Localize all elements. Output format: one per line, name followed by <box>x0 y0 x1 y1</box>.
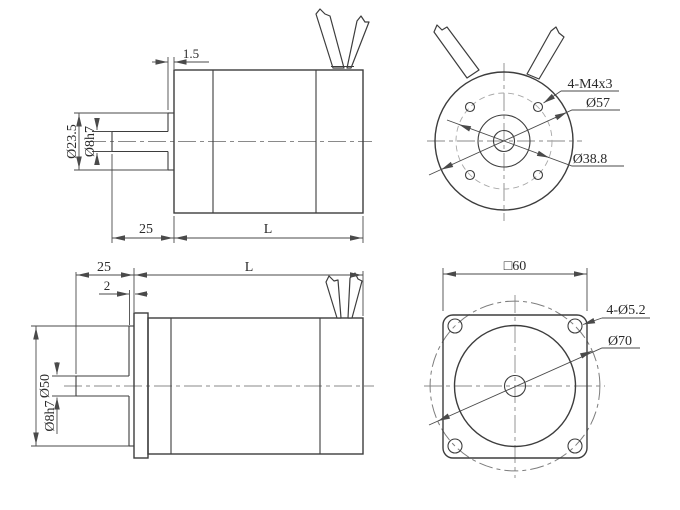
mounting-holes <box>464 101 544 181</box>
callout-mounting-holes-label: 4-M4x3 <box>567 77 612 92</box>
dim-bolt-circle: Ø70 <box>428 334 640 426</box>
bolt-circle <box>429 300 601 472</box>
lead-wires <box>315 8 370 69</box>
dim-pilot-step-label: 2 <box>104 278 111 293</box>
front-pilot-boss <box>167 112 174 171</box>
side-view-round-body: 1.5 Ø23.5 Ø8h7 25 <box>65 8 372 243</box>
dim-front-step-label: 1.5 <box>183 46 199 61</box>
dim-pilot-dia: Ø50 <box>31 325 129 447</box>
dim-pilot-dia: Ø23.5 <box>65 112 168 171</box>
dim-frame-size-label: □60 <box>504 259 526 274</box>
dim-shaft-length-label: 25 <box>97 260 111 275</box>
dim-front-step: 1.5 <box>152 46 209 110</box>
callout-mounting-holes-label: 4-Ø5.2 <box>606 303 645 318</box>
pilot-boss-circle <box>453 324 577 448</box>
lead-wires <box>433 24 565 80</box>
dim-shaft-dia: Ø8h7 <box>83 118 112 165</box>
output-shaft <box>111 130 168 153</box>
pilot-boss-circle <box>477 114 531 168</box>
output-shaft <box>75 375 129 397</box>
dim-body-length-label: L <box>245 260 254 275</box>
dim-pilot-dia-label: Ø23.5 <box>65 124 80 159</box>
dim-bolt-circle: Ø38.8 <box>446 119 624 167</box>
dim-shaft-length-and-body-length: 25 L <box>111 154 364 243</box>
dim-bolt-circle-label: Ø38.8 <box>573 152 608 167</box>
square-flange-outline <box>442 314 588 459</box>
callout-mounting-holes: 4-M4x3 <box>543 77 619 104</box>
lead-wires <box>325 272 363 319</box>
dim-shaft-length-label: 25 <box>139 222 153 237</box>
dim-shaft-dia-label: Ø8h7 <box>43 400 58 431</box>
front-view-round-body: Ø57 Ø38.8 4-M4x3 <box>427 24 624 221</box>
shaft-circle <box>492 129 516 153</box>
shaft-circle <box>503 374 527 398</box>
pilot-boss <box>128 325 134 447</box>
dim-frame-size: □60 <box>442 259 588 311</box>
housing-outer-circle <box>434 71 574 211</box>
dim-pilot-step: 2 <box>99 278 148 325</box>
dim-shaft-dia: Ø8h7 <box>43 362 76 434</box>
front-view-square-flange: □60 Ø70 4-Ø5.2 <box>424 259 650 478</box>
dim-body-length-label: L <box>264 222 273 237</box>
callout-mounting-holes: 4-Ø5.2 <box>582 303 650 325</box>
dim-shaft-dia-label: Ø8h7 <box>83 126 98 157</box>
dim-outer-dia-label: Ø57 <box>586 96 610 111</box>
side-view-square-body: 25 L 2 Ø50 Ø8h7 <box>31 260 374 459</box>
dim-bolt-circle-label: Ø70 <box>608 334 632 349</box>
motor-body-outline <box>173 69 364 214</box>
dim-shaft-length-and-body-length: 25 L <box>75 260 364 374</box>
dim-outer-dia: Ø57 <box>428 96 620 176</box>
mounting-holes <box>447 318 583 454</box>
bolt-circle <box>455 92 553 190</box>
motor-body-outline <box>147 317 364 455</box>
mounting-flange <box>133 312 149 459</box>
dim-pilot-dia-label: Ø50 <box>38 374 53 398</box>
